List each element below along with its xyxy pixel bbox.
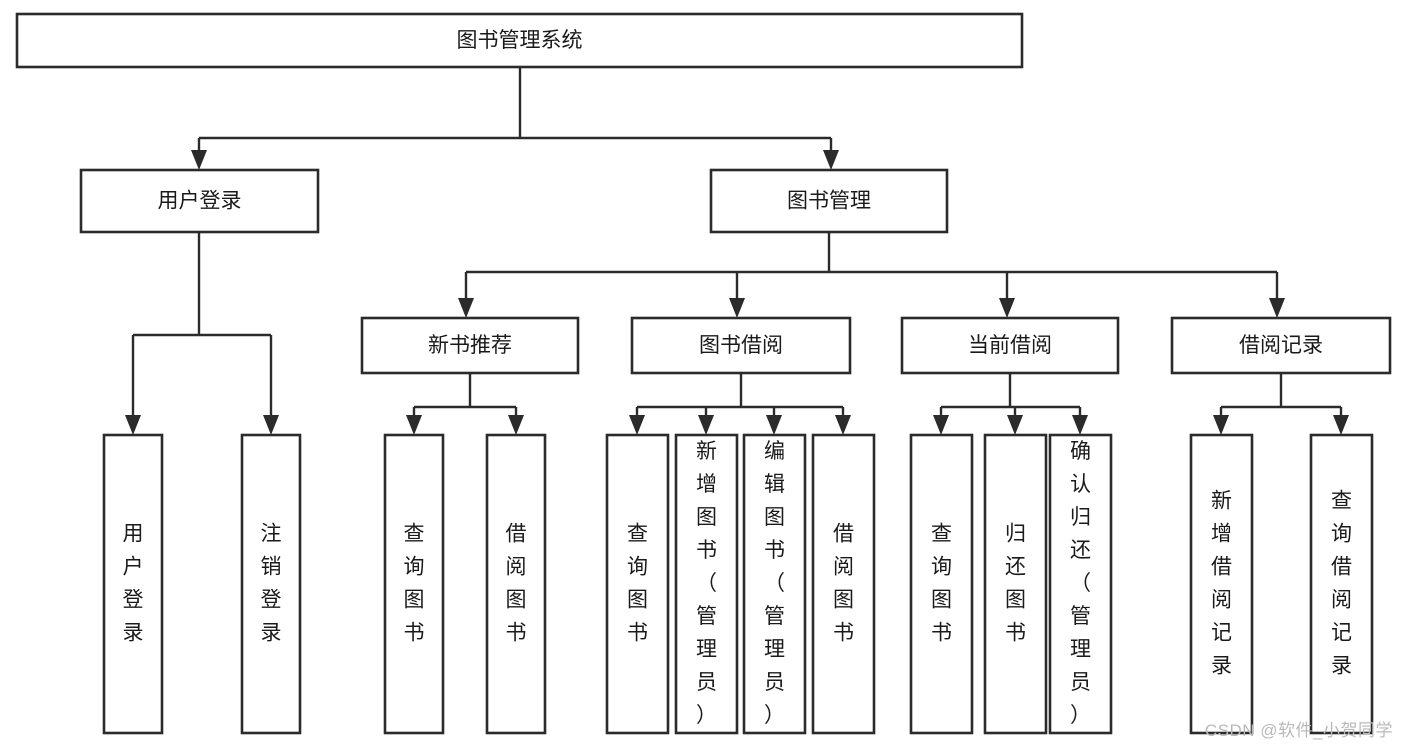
node-label-leaf-borrow-book-rec: 借阅图书	[506, 523, 527, 645]
node-leaf-borrow-book-rec[interactable]: 借阅图书	[485, 433, 547, 735]
node-box-borrow-record	[1170, 316, 1392, 375]
node-book-borrow[interactable]: 图书借阅	[630, 316, 852, 375]
node-box-leaf-add-book	[674, 433, 739, 735]
arrowhead-leaf-add-record	[1213, 415, 1229, 435]
arrowhead-leaf-query-book-borrow	[629, 415, 645, 435]
node-box-leaf-confirm-return	[1048, 433, 1113, 735]
arrowhead-book-management	[823, 150, 839, 170]
node-label-leaf-add-book: 新增图书（管理员）	[696, 440, 717, 727]
node-leaf-return-book[interactable]: 归还图书	[983, 433, 1048, 735]
node-label-leaf-query-book-borrow: 查询图书	[627, 523, 648, 645]
node-label-book-borrow: 图书借阅	[699, 334, 783, 357]
node-leaf-borrow-book[interactable]: 借阅图书	[811, 433, 876, 735]
node-box-leaf-borrow-book-rec	[485, 433, 547, 735]
arrowhead-leaf-query-record	[1333, 415, 1349, 435]
arrowhead-leaf-add-book	[698, 415, 714, 435]
node-box-leaf-query-book-rec	[383, 433, 445, 735]
node-leaf-edit-book[interactable]: 编辑图书（管理员）	[742, 433, 807, 735]
node-leaf-user-login[interactable]: 用户登录	[102, 433, 164, 735]
arrowhead-leaf-borrow-book-rec	[508, 415, 524, 435]
arrowhead-user-login	[191, 150, 207, 170]
node-box-leaf-query-record	[1309, 433, 1374, 735]
node-label-new-book-recommend: 新书推荐	[428, 334, 512, 357]
node-leaf-query-book-borrow[interactable]: 查询图书	[605, 433, 670, 735]
node-box-leaf-edit-book	[742, 433, 807, 735]
node-label-borrow-record: 借阅记录	[1239, 334, 1323, 357]
node-label-leaf-query-record: 查询借阅记录	[1331, 490, 1352, 678]
node-label-leaf-logout: 注销登录	[261, 523, 282, 645]
arrowhead-leaf-query-book-rec	[406, 415, 422, 435]
node-box-current-borrow	[900, 316, 1120, 375]
node-leaf-query-book-cur[interactable]: 查询图书	[909, 433, 974, 735]
arrowhead-leaf-borrow-book	[835, 415, 851, 435]
arrowhead-leaf-edit-book	[766, 415, 782, 435]
node-label-root: 图书管理系统	[457, 29, 583, 52]
node-label-book-management: 图书管理	[787, 190, 871, 213]
node-label-leaf-return-book: 归还图书	[1005, 523, 1026, 645]
node-leaf-logout[interactable]: 注销登录	[240, 433, 302, 735]
node-box-leaf-user-login	[102, 433, 164, 735]
node-label-leaf-query-book-cur: 查询图书	[931, 523, 952, 645]
node-label-leaf-query-book-rec: 查询图书	[404, 523, 425, 645]
node-label-current-borrow: 当前借阅	[968, 334, 1052, 357]
node-box-leaf-return-book	[983, 433, 1048, 735]
node-borrow-record[interactable]: 借阅记录	[1170, 316, 1392, 375]
node-book-management[interactable]: 图书管理	[709, 168, 949, 234]
node-box-leaf-add-record	[1189, 433, 1254, 735]
arrowhead-leaf-query-book-cur	[933, 415, 949, 435]
connector-layer	[125, 67, 1349, 435]
node-box-leaf-logout	[240, 433, 302, 735]
node-label-leaf-edit-book: 编辑图书（管理员）	[764, 440, 785, 727]
node-box-root	[15, 12, 1024, 69]
node-leaf-query-record[interactable]: 查询借阅记录	[1309, 433, 1374, 735]
node-label-leaf-add-record: 新增借阅记录	[1211, 490, 1232, 678]
node-leaf-add-book[interactable]: 新增图书（管理员）	[674, 433, 739, 735]
node-label-leaf-confirm-return: 确认归还（管理员）	[1070, 440, 1091, 727]
arrowhead-book-borrow	[729, 298, 745, 318]
arrowhead-current-borrow	[999, 298, 1015, 318]
node-root[interactable]: 图书管理系统	[15, 12, 1024, 69]
arrowhead-leaf-user-login	[125, 415, 141, 435]
arrowhead-new-book-recommend	[458, 298, 474, 318]
arrowhead-leaf-return-book	[1007, 415, 1023, 435]
node-box-leaf-query-book-borrow	[605, 433, 670, 735]
node-current-borrow[interactable]: 当前借阅	[900, 316, 1120, 375]
node-box-leaf-borrow-book	[811, 433, 876, 735]
node-box-book-management	[709, 168, 949, 234]
node-label-leaf-borrow-book: 借阅图书	[833, 523, 854, 645]
node-user-login[interactable]: 用户登录	[79, 168, 320, 234]
arrowhead-leaf-confirm-return	[1072, 415, 1088, 435]
node-layer: 图书管理系统用户登录图书管理新书推荐图书借阅当前借阅借阅记录用户登录注销登录查询…	[15, 12, 1392, 735]
node-label-leaf-user-login: 用户登录	[123, 523, 144, 645]
node-leaf-add-record[interactable]: 新增借阅记录	[1189, 433, 1254, 735]
node-box-book-borrow	[630, 316, 852, 375]
node-label-user-login: 用户登录	[158, 190, 242, 213]
node-new-book-recommend[interactable]: 新书推荐	[360, 316, 580, 375]
arrowhead-leaf-logout	[263, 415, 279, 435]
node-box-new-book-recommend	[360, 316, 580, 375]
node-leaf-confirm-return[interactable]: 确认归还（管理员）	[1048, 433, 1113, 735]
node-leaf-query-book-rec[interactable]: 查询图书	[383, 433, 445, 735]
arrowhead-borrow-record	[1269, 298, 1285, 318]
node-box-user-login	[79, 168, 320, 234]
node-box-leaf-query-book-cur	[909, 433, 974, 735]
